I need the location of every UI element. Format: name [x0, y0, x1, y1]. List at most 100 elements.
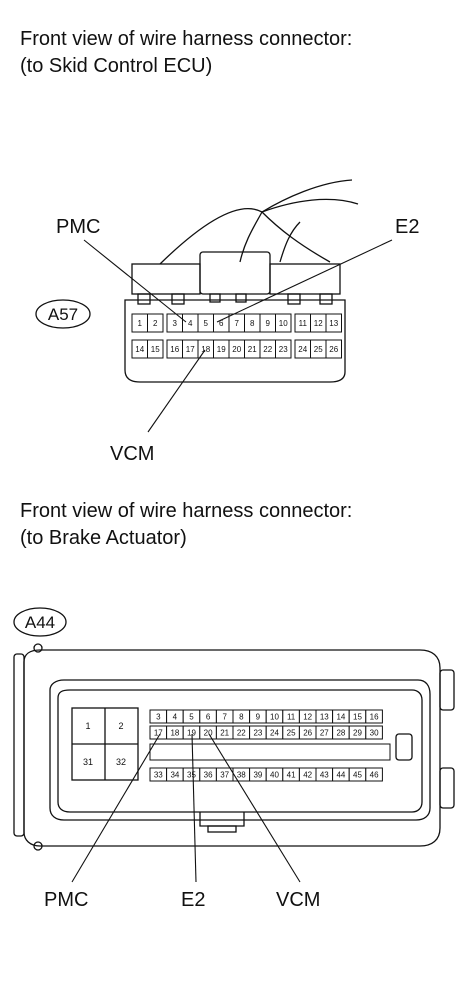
pin-label: 21 — [220, 729, 229, 738]
a44-channel — [149, 743, 391, 761]
pin-label: 2 — [153, 319, 158, 328]
a57-vcm-label: VCM — [110, 443, 154, 465]
pin-label: 24 — [270, 729, 279, 738]
pin-label: 26 — [329, 345, 338, 354]
pin-cell — [325, 313, 342, 333]
a57-e2-label: E2 — [395, 216, 419, 238]
pin-label: 14 — [135, 345, 144, 354]
pin-label: 19 — [217, 345, 226, 354]
pin-cell — [365, 725, 383, 740]
pin-label: 41 — [287, 771, 296, 780]
a57-tag-outline — [35, 299, 91, 329]
pin-label: 8 — [250, 319, 255, 328]
a57-wire — [239, 211, 263, 263]
pin-label: 26 — [303, 729, 312, 738]
pin-label: 9 — [266, 319, 271, 328]
pin-label: 15 — [151, 345, 160, 354]
pin-label: 13 — [329, 319, 338, 328]
pin-label: 23 — [253, 729, 262, 738]
pin-cell — [147, 313, 164, 333]
a44-side-tab — [439, 669, 455, 711]
a44-pin: 31 — [83, 757, 93, 767]
a57-caption-line2: (to Skid Control ECU) — [20, 55, 213, 77]
pin-label: 43 — [320, 771, 329, 780]
a44-pin: 2 — [118, 721, 123, 731]
pin-label: 6 — [219, 319, 224, 328]
a44-side-rail — [13, 653, 25, 837]
pin-label: 7 — [222, 713, 227, 722]
pin-label: 34 — [170, 771, 179, 780]
a57-tag-text: A57 — [48, 305, 78, 324]
a44-pmc-label: PMC — [44, 889, 88, 911]
pin-label: 12 — [303, 713, 312, 722]
a57-latch — [209, 293, 221, 303]
pin-label: 16 — [370, 713, 379, 722]
a44-pmc-leader — [71, 733, 161, 883]
pin-label: 17 — [154, 729, 163, 738]
pin-label: 3 — [156, 713, 161, 722]
a44-latch — [199, 812, 245, 827]
pin-label: 37 — [220, 771, 229, 780]
pin-label: 8 — [239, 713, 244, 722]
a57-caption-line1: Front view of wire harness connector: — [20, 28, 353, 50]
a44-key — [395, 733, 413, 761]
a44-tag: A44 — [13, 607, 67, 637]
a57-pmc-leader — [83, 239, 187, 323]
pin-label: 15 — [353, 713, 362, 722]
pin-label: 35 — [187, 771, 196, 780]
pin-label: 33 — [154, 771, 163, 780]
a57-latch — [287, 293, 301, 305]
pin-cell — [365, 767, 383, 782]
pin-label: 11 — [299, 319, 308, 328]
a57-wire — [261, 211, 331, 263]
pin-label: 42 — [303, 771, 312, 780]
pin-label: 20 — [204, 729, 213, 738]
a44-tag-outline — [13, 607, 67, 637]
pin-label: 39 — [253, 771, 262, 780]
pin-label: 19 — [187, 729, 196, 738]
a57-caption: Front view of wire harness connector: (t… — [20, 26, 352, 80]
a44-pin: 32 — [116, 757, 126, 767]
a44-caption-line2: (to Brake Actuator) — [20, 527, 187, 549]
pin-label: 22 — [237, 729, 246, 738]
pin-cell — [147, 339, 164, 359]
pin-label: 36 — [204, 771, 213, 780]
pin-label: 38 — [237, 771, 246, 780]
a57-tag: A57 — [35, 299, 91, 329]
pin-label: 13 — [320, 713, 329, 722]
pin-label: 28 — [336, 729, 345, 738]
a57-housing-left — [131, 263, 201, 295]
pin-cell — [325, 339, 342, 359]
a57-e2-leader — [216, 239, 393, 323]
a57-vcm-leader — [147, 349, 206, 433]
pin-label: 10 — [279, 319, 288, 328]
pin-label: 4 — [188, 319, 193, 328]
a57-latch — [171, 293, 185, 305]
a44-caption-line1: Front view of wire harness connector: — [20, 500, 353, 522]
a57-body — [124, 299, 346, 383]
a44-mount-hole — [33, 643, 43, 653]
pin-label: 45 — [353, 771, 362, 780]
pin-cell — [365, 709, 383, 724]
pin-label: 20 — [232, 345, 241, 354]
a57-wire — [279, 221, 301, 263]
pin-label: 30 — [370, 729, 379, 738]
a57-wire — [159, 179, 353, 265]
a44-housing-inner — [57, 689, 423, 813]
a44-e2-label: E2 — [181, 889, 205, 911]
pin-label: 5 — [204, 319, 209, 328]
pin-label: 16 — [170, 345, 179, 354]
pin-cell — [275, 339, 292, 359]
pin-label: 3 — [173, 319, 178, 328]
pin-label: 10 — [270, 713, 279, 722]
a44-side-tab — [439, 767, 455, 809]
a44-mount-hole — [33, 841, 43, 851]
